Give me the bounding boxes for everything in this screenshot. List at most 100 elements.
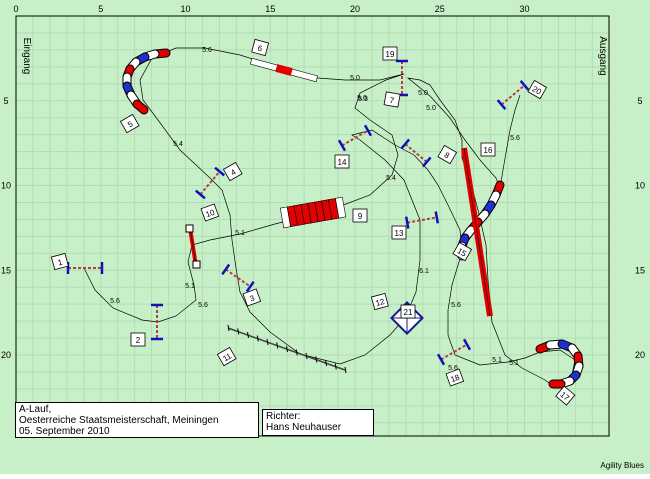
distance-label: 5.0 — [350, 75, 360, 82]
distance-label: 5.3 — [358, 96, 368, 103]
number-flag-label: 14 — [338, 158, 347, 167]
number-flag — [555, 385, 576, 406]
jump-wing — [337, 139, 347, 152]
dogwalk-slat — [266, 338, 269, 346]
number-flag — [119, 113, 140, 134]
dogwalk-slat — [286, 345, 288, 353]
dogwalk-slat — [295, 349, 298, 356]
jump-wing — [404, 216, 410, 229]
obstacle-number-1: 1 — [50, 252, 69, 271]
number-flag — [222, 161, 243, 182]
distance-label: 5.1 — [492, 357, 502, 364]
jump-wing — [194, 189, 206, 200]
tire-post — [192, 260, 201, 269]
dogwalk-slat — [276, 342, 279, 349]
course-info-box: A-Lauf, Oesterreiche Staatsmeisterschaft… — [15, 402, 259, 438]
ruler-x-label: 30 — [519, 4, 529, 14]
number-flag — [130, 332, 146, 347]
number-flag — [216, 346, 237, 367]
number-flag — [334, 154, 350, 169]
tunnel-17 — [535, 339, 584, 389]
jump-wing — [462, 338, 472, 351]
distance-label: 5.0 — [426, 105, 436, 112]
number-flag-label: 3 — [249, 293, 257, 303]
distance-label: 6.1 — [419, 268, 429, 275]
ruler-y-label-left: 15 — [1, 265, 11, 275]
number-flag — [251, 38, 270, 57]
ruler-y-label-right: 15 — [635, 265, 645, 275]
jump-wing — [245, 280, 255, 293]
number-flag — [480, 142, 496, 157]
number-flag-label: 5 — [126, 119, 135, 129]
wall-segment — [335, 196, 347, 219]
ruler-y-label-right: 10 — [635, 181, 645, 191]
jump-2 — [151, 303, 163, 341]
obstacle-number-13: 13 — [391, 225, 407, 240]
obstacle-number-4: 4 — [222, 161, 243, 182]
weave-center — [463, 147, 491, 317]
jump-bar — [500, 84, 526, 106]
obstacle-number-17: 17 — [555, 385, 576, 406]
seesaw-obstacle-6 — [250, 57, 318, 83]
jump-wing — [436, 353, 446, 366]
distance-label: 5.1 — [235, 230, 245, 237]
number-flag — [383, 91, 401, 108]
number-flag — [50, 252, 69, 271]
jump-wing — [496, 99, 507, 111]
obstacle-number-15: 15 — [452, 241, 473, 262]
obstacle-number-8: 8 — [437, 144, 458, 165]
ruler-x-label: 20 — [350, 4, 360, 14]
obstacle-number-16: 16 — [480, 142, 496, 157]
ruler-y-label-right: 20 — [635, 350, 645, 360]
number-flag-label: 13 — [395, 229, 404, 238]
distance-label: 5.6 — [110, 298, 120, 305]
number-flag-label: 12 — [375, 297, 386, 308]
obstacle-number-6: 6 — [251, 38, 270, 57]
tire-post — [185, 224, 194, 233]
number-flag — [391, 225, 407, 240]
ruler-y-label-left: 5 — [3, 96, 8, 106]
number-flag — [452, 241, 473, 262]
distance-label: 5.6 — [202, 47, 212, 54]
obstacle-number-2: 2 — [130, 332, 146, 347]
distance-label: 5.1 — [509, 360, 519, 367]
distance-label: 5.4 — [386, 175, 396, 182]
dogwalk-slat — [256, 335, 259, 342]
dogwalk-obstacle-11 — [227, 324, 347, 374]
number-flag-label: 21 — [404, 308, 413, 317]
dogwalk-slat — [315, 356, 318, 363]
ruler-y-label-left: 20 — [1, 350, 11, 360]
number-flag — [200, 203, 220, 222]
dogwalk-slat — [305, 352, 308, 360]
distance-label: 5.6 — [198, 302, 208, 309]
number-flag-label: 19 — [386, 50, 395, 59]
field-border — [15, 15, 610, 437]
obstacle-number-12: 12 — [370, 292, 389, 311]
number-flag — [445, 368, 465, 387]
obstacle-number-9: 9 — [352, 208, 368, 223]
obstacle-number-5: 5 — [119, 113, 140, 134]
app-footer: Agility Blues — [600, 461, 644, 470]
jump-wing — [363, 124, 373, 137]
obstacle-number-3: 3 — [242, 288, 262, 307]
jump-wing — [214, 166, 226, 177]
tunnel-5 — [122, 48, 171, 115]
distance-label: 5.1 — [185, 283, 195, 290]
tire-obstacle-10 — [185, 224, 201, 269]
seesaw-center — [275, 64, 293, 76]
dogwalk-slat — [334, 363, 337, 370]
number-flag-label: 9 — [358, 212, 363, 221]
jump-wing — [221, 263, 231, 276]
obstacle-number-11: 11 — [216, 346, 237, 367]
course-info-line2: Oesterreiche Staatsmeisterschaft, Meinin… — [19, 415, 219, 426]
number-flag — [437, 144, 458, 165]
weave-obstacle-16 — [461, 147, 493, 317]
dogwalk-slat — [344, 366, 347, 374]
course-info-line1: A-Lauf, — [19, 404, 52, 415]
number-flag — [382, 46, 398, 61]
entry-label: Eingang — [21, 38, 32, 75]
ruler-x-label: 25 — [435, 4, 445, 14]
obstacle-number-14: 14 — [334, 154, 350, 169]
tunnel-segment — [133, 100, 148, 114]
